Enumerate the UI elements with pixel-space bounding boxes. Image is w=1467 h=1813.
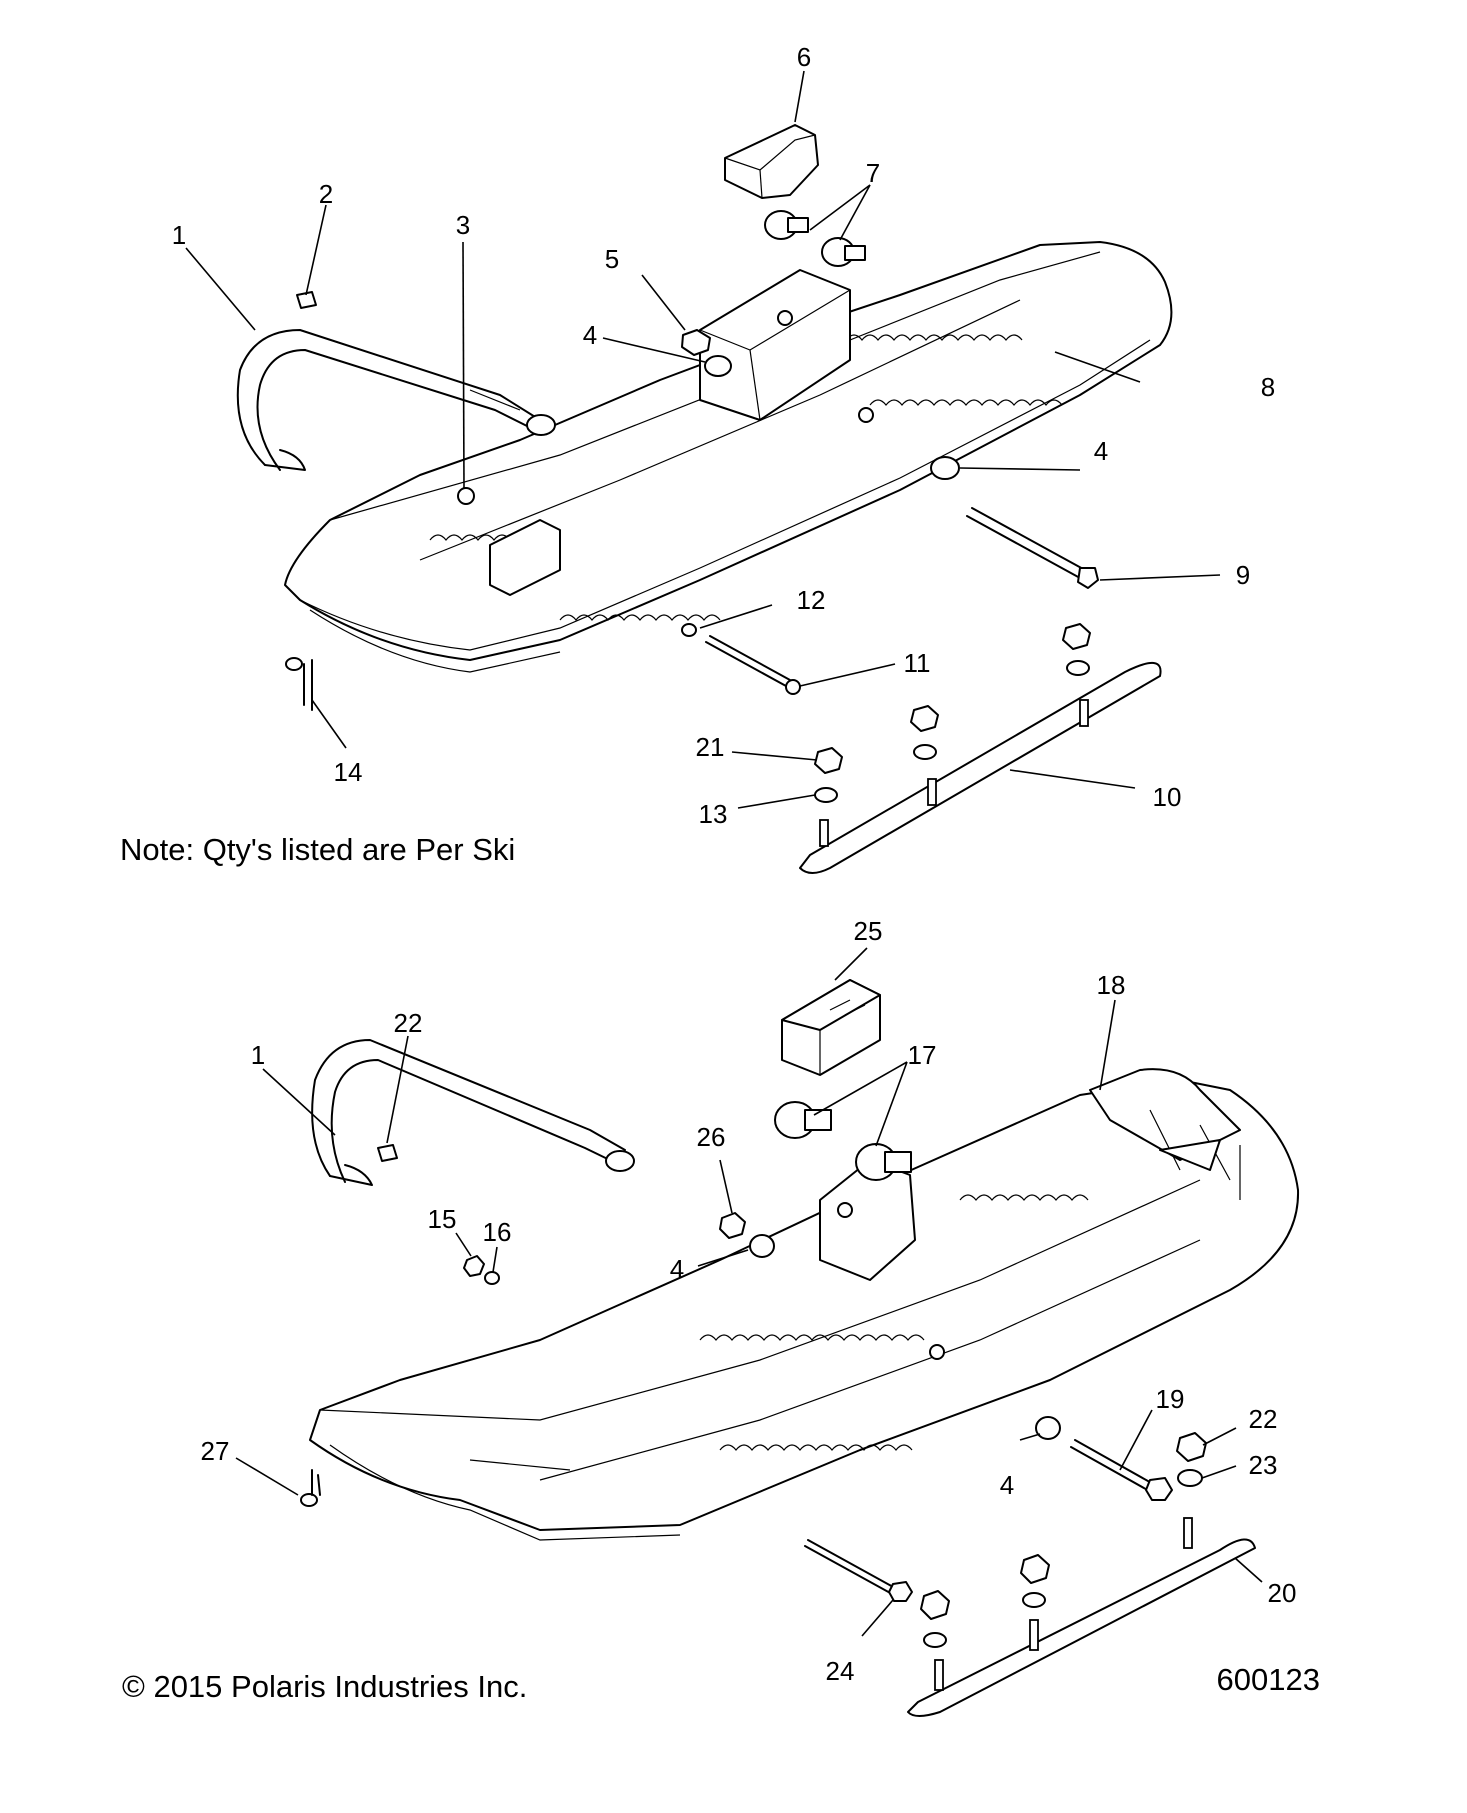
- washer-4a: [704, 355, 732, 377]
- nut-3: [457, 487, 475, 505]
- callout-18: 18: [1097, 970, 1126, 1000]
- bolt-9: [966, 507, 1099, 589]
- callout-1: 1: [251, 1040, 265, 1070]
- callout-5: 5: [605, 244, 619, 274]
- nut-22b: [1176, 1432, 1207, 1462]
- washer-4b: [930, 456, 960, 480]
- ski-body-upper: [284, 241, 1173, 673]
- callout-13: 13: [699, 799, 728, 829]
- ski-block-6: [724, 124, 819, 199]
- screw-14: [285, 657, 313, 711]
- callout-22: 22: [1249, 1404, 1278, 1434]
- callout-1: 1: [172, 220, 186, 250]
- callout-11: 11: [904, 648, 931, 678]
- callout-4: 4: [1094, 436, 1108, 466]
- callout-14: 14: [334, 757, 363, 787]
- drawing-number: 600123: [1217, 1662, 1320, 1697]
- screw-27: [300, 1469, 321, 1507]
- callout-21: 21: [696, 732, 725, 762]
- ski-block-25: [781, 979, 881, 1076]
- copyright: © 2015 Polaris Industries Inc.: [122, 1669, 527, 1704]
- washer-16: [484, 1271, 500, 1285]
- callout-6: 6: [797, 42, 811, 72]
- callout-27: 27: [201, 1436, 230, 1466]
- lower-ski-assembly: [300, 979, 1300, 1717]
- callout-12: 12: [797, 585, 826, 615]
- nut-5: [681, 329, 711, 356]
- bushings-7: [764, 210, 866, 267]
- nut-26: [719, 1212, 746, 1239]
- qty-note: Note: Qty's listed are Per Ski: [120, 832, 515, 867]
- callout-8: 8: [1261, 372, 1275, 402]
- washer-4c: [749, 1234, 775, 1258]
- washer-23: [1177, 1469, 1203, 1487]
- ski-body-lower: [309, 1068, 1300, 1541]
- washer-12: [681, 623, 697, 637]
- callout-15: 15: [428, 1204, 457, 1234]
- callout-7: 7: [866, 158, 880, 188]
- runner-hardware-upper: [814, 623, 1091, 803]
- callout-4: 4: [583, 320, 597, 350]
- runner-hardware-lower: [920, 1554, 1050, 1648]
- callout-26: 26: [697, 1122, 726, 1152]
- nut-15: [463, 1255, 485, 1277]
- callout-22: 22: [394, 1008, 423, 1038]
- washer-4d: [1035, 1416, 1061, 1440]
- bolt-11: [705, 635, 801, 695]
- callout-4: 4: [670, 1254, 684, 1284]
- callout-10: 10: [1153, 782, 1182, 812]
- callout-9: 9: [1236, 560, 1250, 590]
- loop-handle-lower: [311, 1039, 635, 1186]
- callout-25: 25: [854, 916, 883, 946]
- upper-ski-assembly: [236, 124, 1173, 874]
- bushings-17: [774, 1101, 912, 1181]
- callout-17: 17: [908, 1040, 937, 1070]
- callout-24: 24: [826, 1656, 855, 1686]
- runner-10: [799, 662, 1162, 874]
- leader-lines: [185, 70, 1263, 1637]
- callout-19: 19: [1156, 1384, 1185, 1414]
- loop-handle-upper: [236, 329, 556, 471]
- callout-4: 4: [1000, 1470, 1014, 1500]
- callout-3: 3: [456, 210, 470, 240]
- bolt-24: [804, 1539, 913, 1602]
- callout-2: 2: [319, 179, 333, 209]
- callout-23: 23: [1249, 1450, 1278, 1480]
- bolt-19: [1070, 1439, 1173, 1501]
- nut-22a: [377, 1144, 398, 1162]
- callout-numbers: 6 7 1 2 3 5 4 8 4 9 12 11 14 21 13 10 25…: [172, 42, 1297, 1686]
- callout-16: 16: [483, 1217, 512, 1247]
- runner-20: [907, 1517, 1256, 1717]
- callout-20: 20: [1268, 1578, 1297, 1608]
